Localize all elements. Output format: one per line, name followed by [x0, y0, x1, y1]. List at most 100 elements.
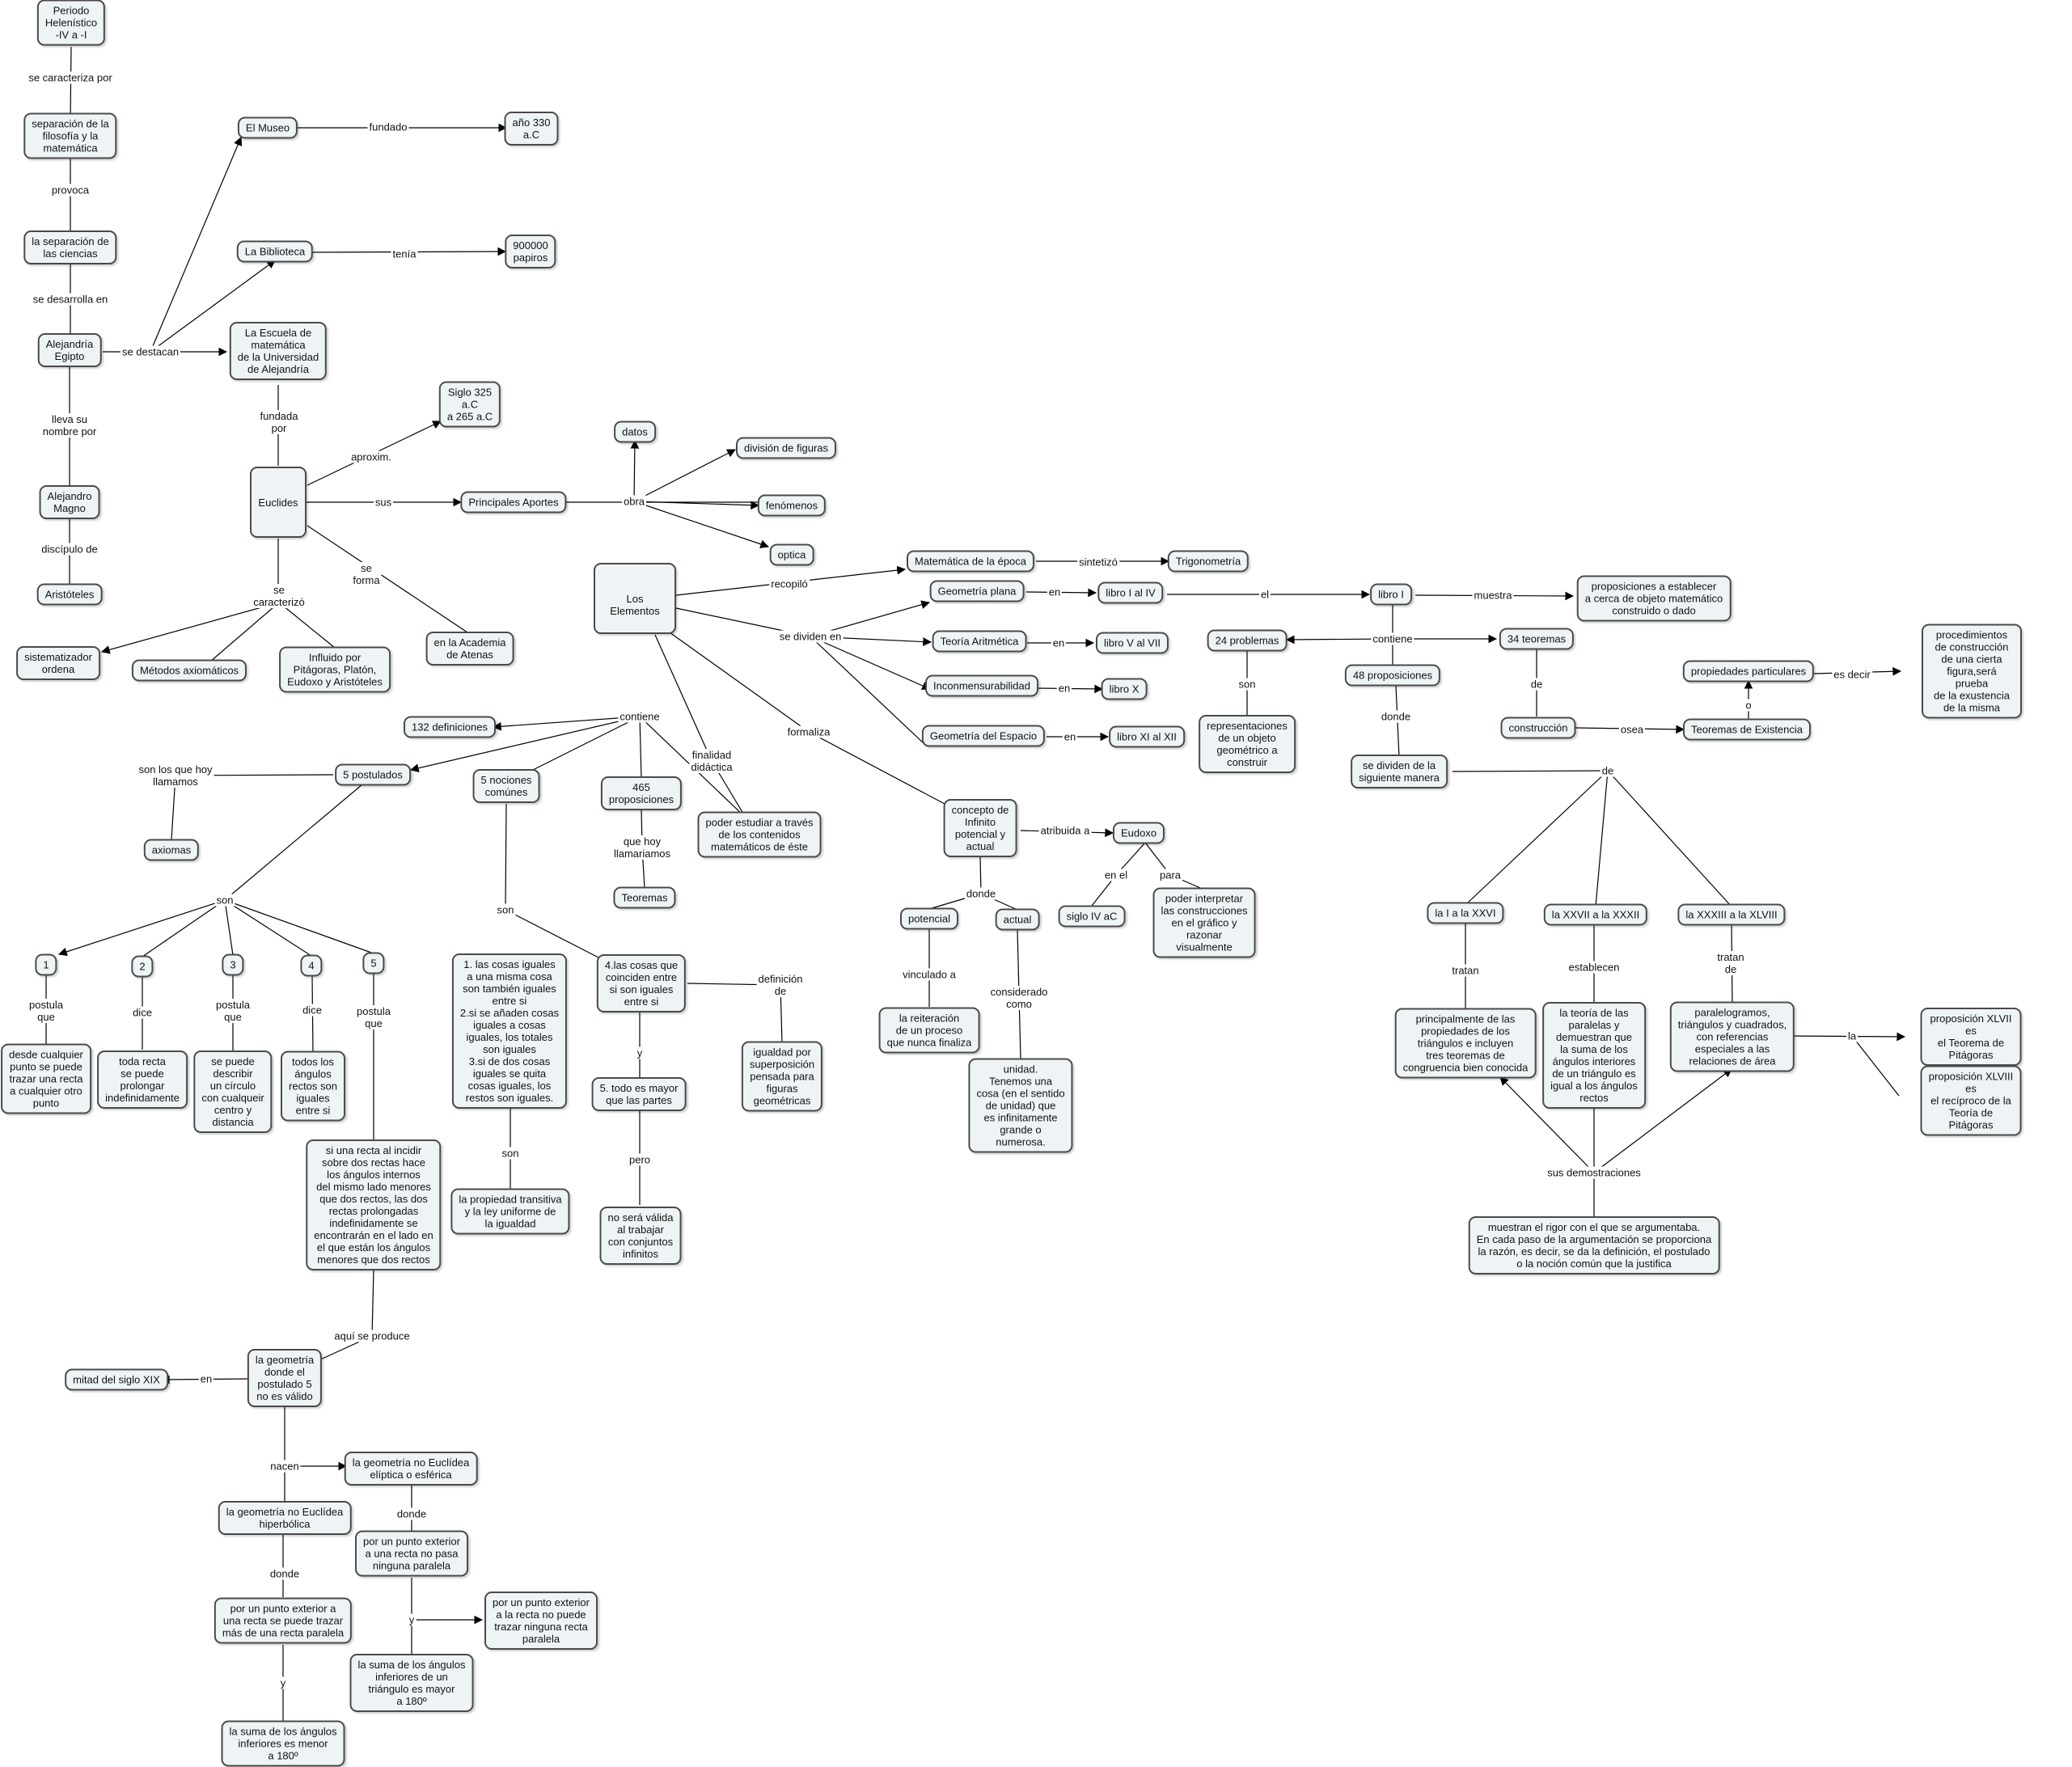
node-proposicion-XLVII[interactable]: proposición XLVII es el Teorema de Pitág…	[1920, 1008, 2022, 1066]
node-nocion-5[interactable]: 5. todo es mayor que las partes	[591, 1077, 687, 1111]
node-proposicion-XLVIII[interactable]: proposición XLVIII es el recíproco de la…	[1920, 1065, 2022, 1136]
node-principalmente[interactable]: principalmente de las propiedades de los…	[1394, 1008, 1537, 1079]
label-son-2: son	[214, 894, 235, 907]
node-suma-mayor[interactable]: la suma de los ángulos inferiores de un …	[349, 1654, 474, 1712]
node-influido[interactable]: Influido por Pitágoras, Platón, Eudoxo y…	[279, 646, 391, 693]
node-libro-V-VII[interactable]: libro V al VII	[1095, 632, 1169, 654]
node-poder-estudiar[interactable]: poder estudiar a través de los contenido…	[697, 811, 822, 858]
node-nocion-4[interactable]: 4.las cosas que coinciden entre si son i…	[596, 954, 687, 1012]
node-representaciones[interactable]: representaciones de un objeto geométrico…	[1199, 715, 1296, 773]
node-angulos-rectos[interactable]: todos los ángulos rectos son iguales ent…	[281, 1050, 345, 1122]
node-libro-XI-XII[interactable]: libro XI al XII	[1109, 725, 1185, 748]
node-infinito[interactable]: concepto de Infinito potencial y actual	[943, 799, 1017, 857]
node-academia[interactable]: en la Academia de Atenas	[425, 632, 514, 666]
node-por-no-pasa[interactable]: por un punto exterior a una recta no pas…	[355, 1530, 468, 1577]
node-trigonometria[interactable]: Trigonometría	[1167, 550, 1250, 573]
node-propiedades-particulares[interactable]: propiedades particulares	[1682, 660, 1815, 683]
node-datos[interactable]: datos	[614, 421, 656, 443]
node-construccion[interactable]: construcción	[1500, 717, 1576, 739]
node-no-valida[interactable]: no será válida al trabajar con conjuntos…	[599, 1207, 682, 1265]
node-libro-I[interactable]: libro I	[1370, 583, 1412, 606]
node-principales-aportes[interactable]: Principales Aportes	[460, 491, 567, 514]
node-siglo325[interactable]: Siglo 325 a.C a 265 a.C	[438, 381, 501, 428]
node-libro-I-IV[interactable]: libro I al IV	[1097, 581, 1164, 604]
node-alejandro[interactable]: Alejandro Magno	[39, 485, 100, 519]
connector-line	[669, 632, 810, 733]
node-por-se-puede[interactable]: por un punto exterior a una recta se pue…	[214, 1597, 353, 1644]
node-465-proposiciones[interactable]: 465 proposiciones	[600, 776, 683, 810]
node-la-XXVII-XXXII[interactable]: la XXVII a la XXXII	[1543, 903, 1648, 926]
node-reiteracion[interactable]: la reiteración de un proceso que nunca f…	[878, 1007, 980, 1054]
node-transitiva[interactable]: la propiedad transitiva y la ley uniform…	[450, 1188, 570, 1235]
node-34-teoremas[interactable]: 34 teoremas	[1499, 628, 1575, 650]
node-se-dividen-manera[interactable]: se dividen de la siguiente manera	[1351, 755, 1448, 788]
node-suma-menor[interactable]: la suma de los ángulos inferiores es men…	[221, 1720, 345, 1767]
label-contiene-2: contiene	[618, 710, 662, 723]
node-separacion-filosofia[interactable]: separación de la filosofía y la matemáti…	[23, 112, 117, 159]
node-nociones-1-3[interactable]: 1. las cosas iguales a una misma cosa so…	[451, 953, 568, 1109]
node-paralelogramos[interactable]: paralelogramos, triángulos y cuadrados, …	[1669, 1001, 1795, 1072]
node-siglo-IV[interactable]: siglo IV aC	[1058, 905, 1126, 928]
node-separacion-ciencias[interactable]: la separación de las ciencias	[23, 230, 117, 264]
connector-line	[100, 602, 280, 654]
node-mitad-siglo[interactable]: mitad del siglo XIX	[65, 1368, 168, 1391]
node-procedimientos[interactable]: procedimientos de construcción de una ci…	[1922, 624, 2022, 719]
node-aristoteles[interactable]: Aristóteles	[36, 583, 103, 606]
node-biblioteca[interactable]: La Biblioteca	[236, 240, 314, 263]
node-toda-recta[interactable]: toda recta se puede prolongar indefinida…	[97, 1050, 188, 1109]
node-rigor[interactable]: muestran el rigor con el que se argument…	[1468, 1216, 1720, 1275]
node-desde-cualquier[interactable]: desde cualquier punto se puede trazar un…	[1, 1043, 91, 1114]
node-si-recta[interactable]: si una recta al incidir sobre dos rectas…	[306, 1139, 442, 1270]
node-poder-interpretar[interactable]: poder interpretar las construcciones en …	[1152, 887, 1256, 958]
node-postulado-4[interactable]: 4	[300, 954, 323, 977]
node-matematica-epoca[interactable]: Matemática de la época	[906, 550, 1035, 573]
node-la-I-XXVI[interactable]: la I a la XXVI	[1427, 902, 1504, 924]
node-igualdad[interactable]: igualdad por superposición pensada para …	[741, 1041, 823, 1112]
node-la-XXXIII-XLVIII[interactable]: la XXXIII a la XLVIII	[1677, 903, 1786, 926]
node-inconmensurabilidad[interactable]: Inconmensurabilidad	[925, 674, 1038, 697]
node-por-no-puede[interactable]: por un punto exterior a la recta no pued…	[484, 1592, 598, 1650]
node-euclides[interactable]: Euclides	[250, 467, 307, 538]
node-escuela[interactable]: La Escuela de matemática de la Universid…	[229, 322, 328, 380]
connector-line	[409, 716, 641, 773]
label-establecen: establecen	[1567, 961, 1622, 974]
node-elementos[interactable]: Los Elementos	[594, 563, 676, 634]
node-proposiciones-establecer[interactable]: proposiciones a establecer a cerca de ob…	[1576, 575, 1732, 622]
node-postulado-2[interactable]: 2	[131, 955, 154, 978]
node-teoremas[interactable]: Teoremas	[613, 886, 676, 909]
node-geometria-espacio[interactable]: Geometría del Espacio	[921, 725, 1046, 747]
node-papiros[interactable]: 900000 papiros	[505, 235, 556, 268]
node-metodos[interactable]: Métodos axiomáticos	[131, 659, 247, 682]
node-libro-X[interactable]: libro X	[1101, 678, 1148, 700]
node-48-proposiciones[interactable]: 48 proposiciones	[1344, 664, 1441, 687]
node-postulado-1[interactable]: 1	[35, 953, 57, 976]
node-sistematizador[interactable]: sistematizador ordena	[16, 646, 100, 680]
node-museo[interactable]: El Museo	[237, 116, 298, 139]
node-5-postulados[interactable]: 5 postulados	[335, 763, 411, 786]
node-132-definiciones[interactable]: 132 definiciones	[404, 716, 496, 738]
node-eliptica[interactable]: la geometría no Euclídea elíptica o esfé…	[344, 1452, 478, 1486]
node-geometria-postulado5[interactable]: la geometría donde el postulado 5 no es …	[247, 1349, 323, 1407]
node-actual[interactable]: actual	[995, 908, 1040, 931]
node-axiomas[interactable]: axiomas	[143, 839, 200, 861]
node-circulo[interactable]: se puede describir un círculo con cualqu…	[193, 1050, 273, 1133]
node-unidad[interactable]: unidad. Tenemos una cosa (en el sentido …	[968, 1058, 1073, 1153]
node-division-figuras[interactable]: división de figuras	[735, 437, 837, 459]
node-teoremas-existencia[interactable]: Teoremas de Existencia	[1682, 718, 1812, 741]
node-24-problemas[interactable]: 24 problemas	[1207, 629, 1288, 652]
label-se-desarrolla-en: se desarrolla en	[31, 293, 110, 306]
node-eudoxo[interactable]: Eudoxo	[1112, 822, 1165, 844]
node-periodo[interactable]: Periodo Helenístico -IV a -I	[36, 0, 106, 46]
node-ano330[interactable]: año 330 a.C	[504, 112, 559, 146]
node-hiperbolica[interactable]: la geometría no Euclídea hiperbólica	[218, 1501, 352, 1535]
node-geometria-plana[interactable]: Geometría plana	[929, 580, 1025, 602]
node-alejandria[interactable]: Alejandría Egipto	[37, 333, 102, 367]
node-teoria-aritmetica[interactable]: Teoría Aritmética	[932, 630, 1027, 653]
node-teoria-paralelas[interactable]: la teoría de las paralelas y demuestran …	[1542, 1002, 1646, 1109]
node-potencial[interactable]: potencial	[899, 907, 959, 930]
node-fenomenos[interactable]: fenómenos	[757, 494, 827, 517]
node-postulado-3[interactable]: 3	[222, 953, 244, 976]
node-5-nociones[interactable]: 5 nociones comúnes	[472, 769, 540, 803]
node-postulado-5[interactable]: 5	[362, 952, 385, 974]
node-optica[interactable]: optica	[769, 543, 814, 566]
